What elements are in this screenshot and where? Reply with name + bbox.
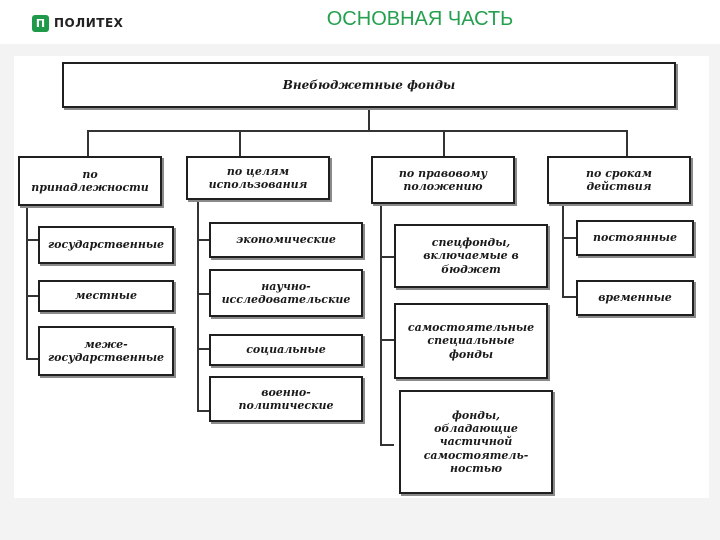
item-permanent: постоянные	[576, 220, 694, 256]
connector-line	[26, 208, 28, 360]
connector-line	[562, 296, 576, 298]
item-military-political: военно- политические	[209, 376, 363, 422]
item-economic: экономические	[209, 222, 363, 258]
slide-title: ОСНОВНАЯ ЧАСТЬ	[326, 8, 514, 30]
item-state: государственные	[38, 226, 174, 264]
item-research: научно- исследовательские	[209, 269, 363, 317]
connector-line	[26, 358, 38, 360]
diagram-canvas: Внебюджетные фонды по принадлежности по …	[14, 56, 709, 498]
connector-line	[380, 444, 394, 446]
category-ownership: по принадлежности	[18, 156, 162, 206]
item-special-funds-in-budget: спецфонды, включаемые в бюджет	[394, 224, 548, 288]
connector-line	[626, 130, 628, 156]
logo-text: ПОЛИТЕХ	[54, 16, 124, 30]
logo-icon: П	[32, 14, 49, 32]
connector-line	[197, 202, 199, 412]
connector-line	[368, 108, 370, 130]
connector-line	[26, 239, 38, 241]
connector-line	[87, 130, 89, 156]
connector-line	[239, 130, 241, 156]
item-partially-independent-funds: фонды, обладающие частичной самостоятель…	[399, 390, 553, 494]
category-legal-status: по правовому положению	[371, 156, 515, 204]
connector-line	[380, 206, 382, 446]
item-local: местные	[38, 280, 174, 312]
connector-line	[562, 206, 564, 298]
category-purpose: по целям использования	[186, 156, 330, 200]
connector-line	[26, 295, 38, 297]
connector-line	[380, 256, 394, 258]
item-temporary: временные	[576, 280, 694, 316]
item-interstate: меже- государственные	[38, 326, 174, 376]
connector-line	[87, 130, 627, 132]
diagram-root-box: Внебюджетные фонды	[62, 62, 676, 108]
connector-line	[197, 410, 209, 412]
slide-header: П ПОЛИТЕХ ОСНОВНАЯ ЧАСТЬ	[0, 0, 720, 44]
connector-line	[380, 339, 394, 341]
item-social: социальные	[209, 334, 363, 366]
category-duration: по срокам действия	[547, 156, 691, 204]
connector-line	[562, 237, 576, 239]
politech-logo: П ПОЛИТЕХ	[32, 13, 123, 33]
item-independent-special-funds: самостоятельные специальные фонды	[394, 303, 548, 379]
connector-line	[443, 130, 445, 156]
connector-line	[197, 239, 209, 241]
connector-line	[197, 293, 209, 295]
connector-line	[197, 348, 209, 350]
